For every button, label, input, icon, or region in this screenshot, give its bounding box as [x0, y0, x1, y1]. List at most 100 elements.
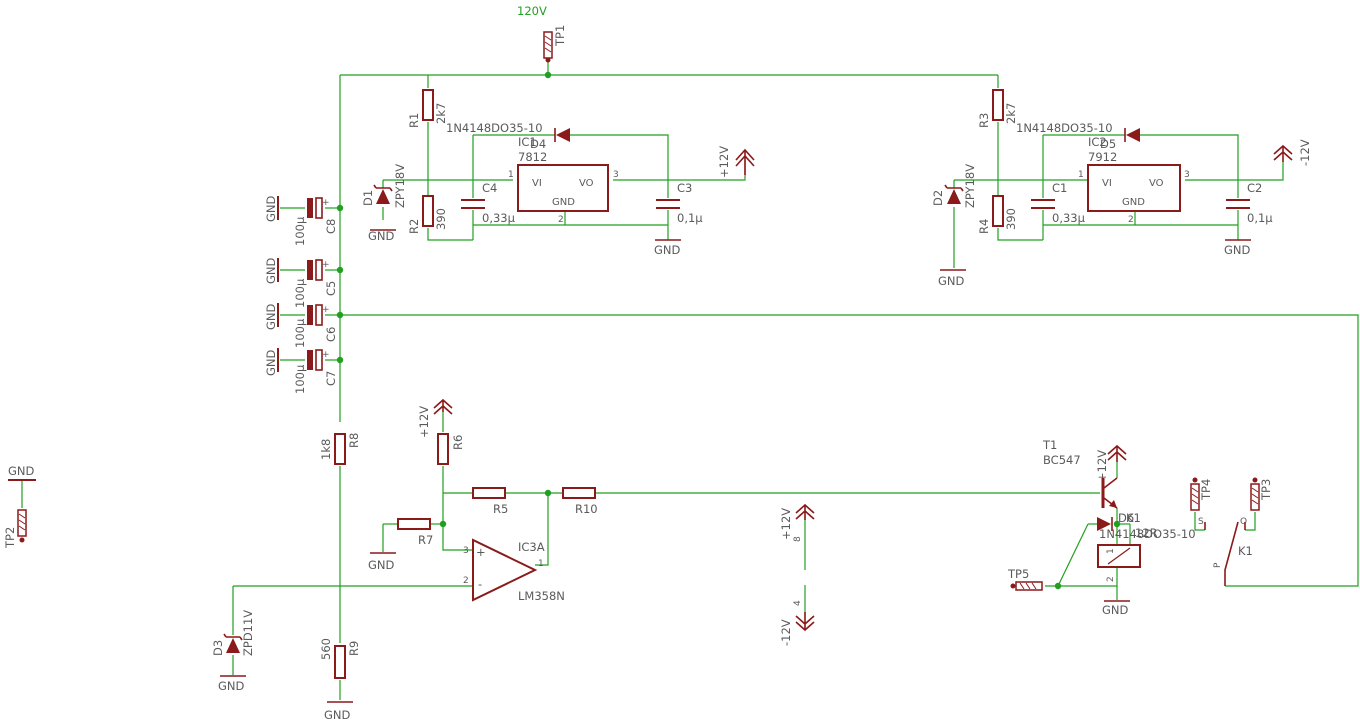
ic1-pin-out: 3 [613, 170, 619, 180]
junction [1054, 582, 1062, 590]
resistor-r9[interactable]: 560 R9 [319, 638, 361, 679]
resistor-r2[interactable]: R2 390 [407, 195, 448, 234]
capacitor-c6[interactable]: + 100µ C6 GND [264, 303, 338, 348]
opamp-ic3a[interactable]: + - 3 2 1 IC3A LM358N [463, 538, 565, 603]
ic2-pin-in: 1 [1078, 170, 1084, 180]
d6-value: 1N4148DO35-10 [1099, 527, 1196, 541]
resistor-r4[interactable]: R4 390 [977, 195, 1018, 234]
regulator-ic2[interactable]: VI VO GND 1 3 2 IC2 7912 [1078, 135, 1190, 225]
supply-arrow-plus12-ic1: +12V [717, 146, 755, 178]
ic2-pin-out: 3 [1184, 170, 1190, 180]
tp1-label: TP1 [553, 25, 567, 47]
zener-d3[interactable]: D3 ZPD11V GND [211, 610, 255, 693]
c1-value: 0,33µ [1052, 211, 1086, 225]
junction [544, 489, 552, 497]
d5-name: D5 [1100, 137, 1116, 151]
supply-net-label: 120V [517, 4, 547, 18]
tp4-label: TP4 [1199, 479, 1213, 501]
diode-d6[interactable]: D6 1N4148DO35-10 [1097, 511, 1196, 541]
ic2-pin-gnd: 2 [1128, 215, 1134, 225]
ic2-value: 7912 [1088, 150, 1117, 164]
c8-name: C8 [324, 219, 338, 234]
d1-value: ZPY18V [393, 164, 407, 208]
capacitor-c4[interactable]: C4 0,33µ [461, 181, 516, 225]
ic1-value: 7812 [518, 150, 547, 164]
ic2-gnd: GND [1122, 197, 1145, 208]
opamp-name: IC3A [518, 540, 545, 554]
junction [336, 266, 344, 274]
capacitor-c3[interactable]: C3 0,1µ [656, 181, 703, 225]
k1-pin-o: O [1240, 517, 1247, 527]
gnd-label: GND [8, 464, 35, 478]
c5-gnd-label: GND [264, 257, 278, 284]
d3-gnd-label: GND [218, 679, 245, 693]
capacitor-c8[interactable]: + 100µ C8 GND [264, 195, 338, 246]
d4-name: D4 [530, 137, 546, 151]
junction [336, 311, 344, 319]
zener-d2[interactable]: D2 ZPY18V GND [931, 164, 977, 288]
resistor-r7[interactable]: R7 [397, 518, 433, 547]
resistor-r3[interactable]: R3 2k7 [977, 89, 1018, 128]
supply-arrow-plus12-t1: +12V [1095, 444, 1127, 482]
d2-gnd-label: GND [938, 274, 965, 288]
c7-plus: + [322, 350, 330, 360]
test-point-tp2[interactable]: TP2 GND [3, 464, 36, 549]
ic1-gnd: GND [552, 197, 575, 208]
c6-name: C6 [324, 327, 338, 342]
tp3-label: TP3 [1259, 479, 1273, 501]
k1-pin-p: P [1213, 562, 1223, 568]
relay-coil-k1[interactable]: K1 12R 1 2 [1097, 511, 1158, 582]
opamp-value: LM358N [518, 589, 565, 603]
ic1-pin-gnd: 2 [558, 215, 564, 225]
resistor-r1[interactable]: R1 2k7 [407, 89, 448, 128]
plus12-label-1: +12V [717, 146, 731, 178]
k1-pin-top: 1 [1106, 548, 1116, 554]
c5-name: C5 [324, 281, 338, 296]
c4-name: C4 [482, 181, 497, 195]
k1-contact-name: K1 [1238, 544, 1253, 558]
test-point-tp4[interactable]: TP4 [1190, 477, 1213, 511]
gnd-r9: GND [324, 708, 351, 722]
regulator-ic1[interactable]: VI VO GND 1 3 2 IC1 7812 [508, 135, 619, 225]
r3-value: 2k7 [1004, 103, 1018, 124]
transistor-t1[interactable]: T1 BC547 [1042, 438, 1118, 509]
c2-name: C2 [1247, 181, 1262, 195]
capacitor-c1[interactable]: C1 0,33µ [1031, 181, 1086, 225]
d3-value: ZPD11V [241, 610, 255, 656]
test-point-tp1[interactable]: TP1 [543, 25, 567, 63]
capacitor-c2[interactable]: C2 0,1µ [1226, 181, 1273, 225]
opamp-pin-plus: 3 [463, 546, 469, 556]
d2-name: D2 [931, 190, 945, 206]
resistor-r5[interactable]: R5 [472, 487, 508, 516]
wires [21, 62, 1359, 700]
resistor-r10[interactable]: R10 [562, 487, 598, 516]
opamp-pin-out: 1 [538, 559, 544, 569]
tp2-label: TP2 [3, 527, 17, 549]
test-point-tp5[interactable]: TP5 [1007, 567, 1043, 591]
d6-name: D6 [1118, 511, 1134, 525]
supply-arrow-plus12-pin8: +12V 8 [779, 503, 815, 542]
capacitor-c5[interactable]: + 100µ C5 GND [264, 257, 338, 308]
tp5-label: TP5 [1007, 567, 1029, 581]
gnd-c3: GND [654, 243, 681, 257]
resistor-r6[interactable]: R6 [437, 433, 465, 465]
c7-value: 100µ [293, 364, 307, 394]
diode-d5[interactable]: 1N4148DO35-10 D5 [1016, 121, 1140, 151]
r9-name: R9 [347, 641, 361, 656]
diode-d4[interactable]: 1N4148DO35-10 D4 [446, 121, 570, 151]
supply-arrow-plus12-r6: +12V [417, 398, 453, 438]
test-point-tp3[interactable]: TP3 [1250, 477, 1273, 511]
relay-contact-k1[interactable]: S O P K1 [1198, 517, 1253, 586]
gnd-r7: GND [368, 558, 395, 572]
r1-value: 2k7 [434, 103, 448, 124]
resistor-r8[interactable]: 1k8 R8 [319, 433, 361, 465]
junction [544, 71, 552, 79]
ic1-pin-in: 1 [508, 170, 514, 180]
ic1-name: IC1 [518, 135, 537, 149]
plus12-label-3: +12V [1095, 450, 1109, 482]
r10-name: R10 [575, 502, 598, 516]
zener-d1[interactable]: D1 ZPY18V GND [361, 164, 407, 243]
capacitor-c7[interactable]: + 100µ C7 GND [264, 348, 338, 394]
junction [439, 520, 447, 528]
